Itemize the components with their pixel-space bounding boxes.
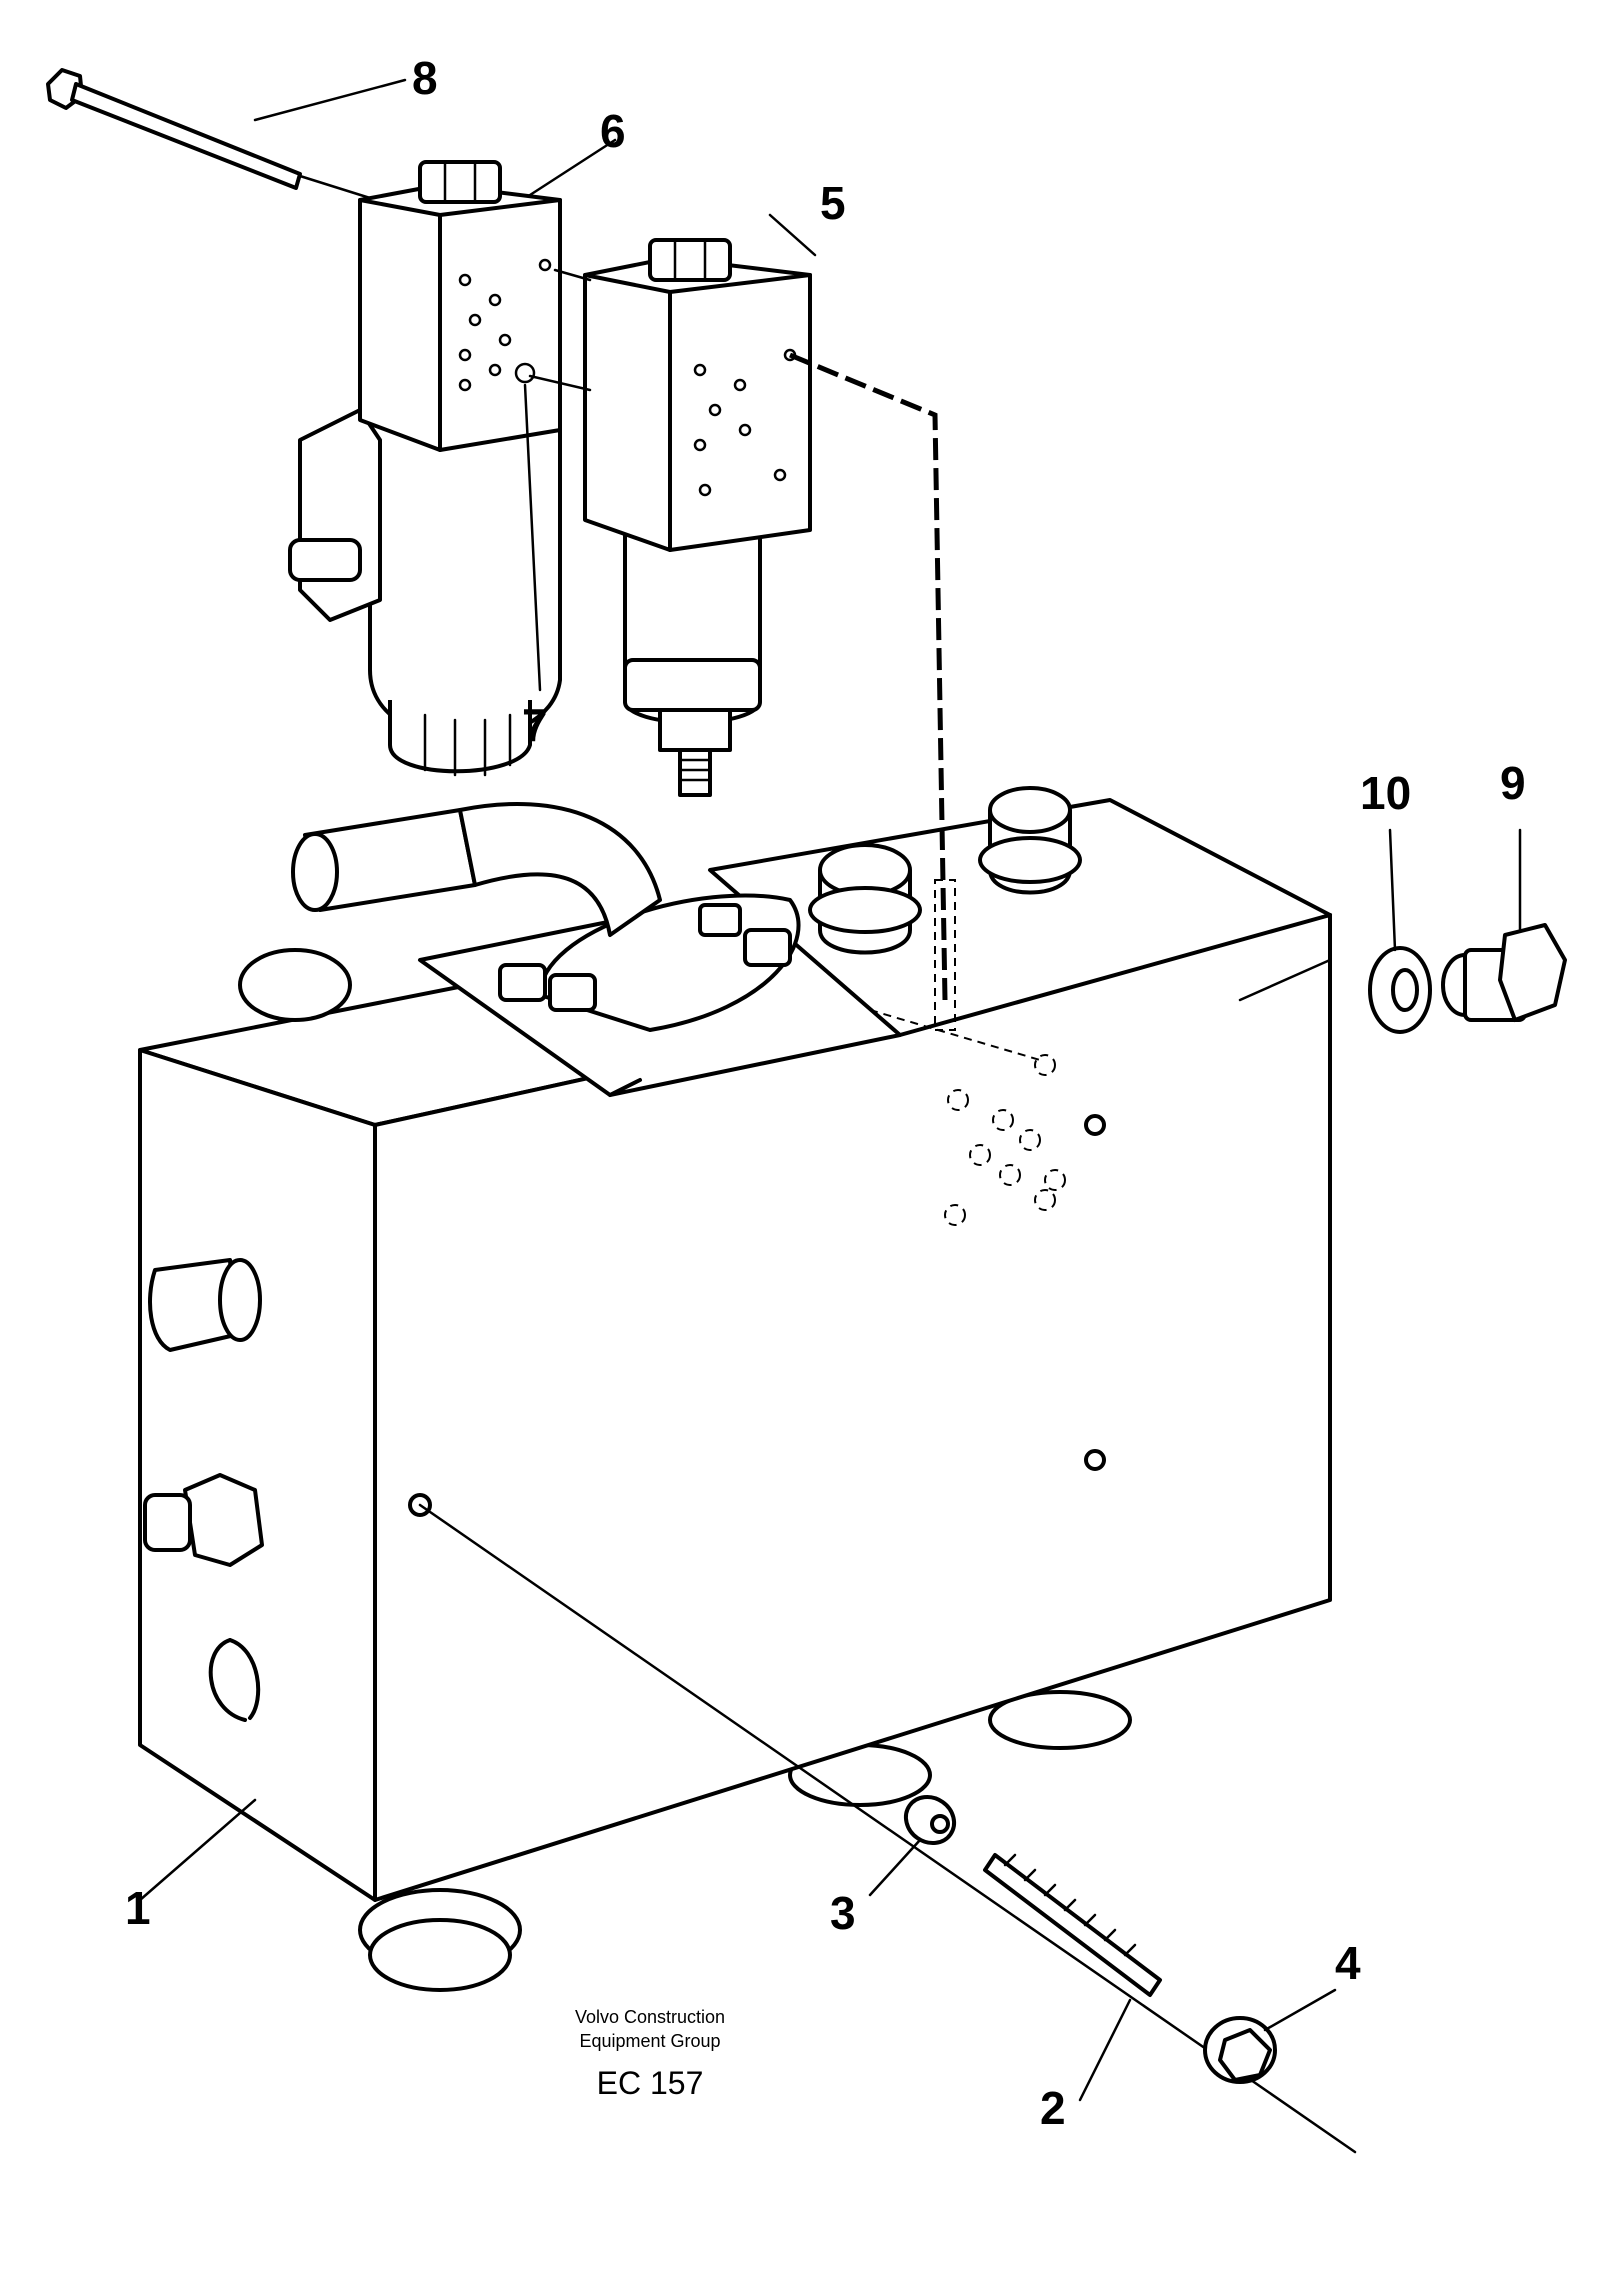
solenoid-valve-part-6	[288, 160, 562, 777]
alignment-line	[789, 352, 948, 1001]
callout-4: 4	[1335, 1937, 1361, 1989]
callout-3: 3	[830, 1887, 856, 1939]
valve-part-5	[583, 238, 812, 797]
callout-5: 5	[820, 177, 846, 229]
footer-company: Volvo Construction	[574, 2007, 726, 2027]
bolt-part-8	[46, 68, 372, 200]
footer-group: Equipment Group	[579, 2031, 721, 2051]
callout-2: 2	[1040, 2082, 1066, 2134]
callout-10: 10	[1360, 767, 1412, 819]
valve-block-part-1	[138, 786, 1332, 1992]
callout-9: 9	[1500, 757, 1526, 809]
callout-8: 8	[412, 52, 438, 104]
alignment-line	[1238, 958, 1332, 1002]
callout-1: 1	[125, 1882, 151, 1934]
callout-7: 7	[522, 699, 548, 751]
washer-part-3	[903, 1794, 957, 1846]
plug-part-9	[1441, 923, 1567, 1022]
figure-code: EC 157	[596, 2065, 704, 2101]
alignment-line	[418, 1503, 1357, 2154]
stud-part-2	[983, 1853, 1162, 1997]
diagram-footer: Volvo Construction Equipment Group EC 15…	[440, 2005, 860, 2103]
washer-part-10	[1368, 946, 1432, 1034]
nut-part-4	[1203, 2016, 1277, 2084]
callout-6: 6	[600, 105, 626, 157]
leader-lines	[138, 78, 1522, 2102]
alignment-line	[528, 374, 592, 392]
alignment-line	[553, 268, 592, 282]
